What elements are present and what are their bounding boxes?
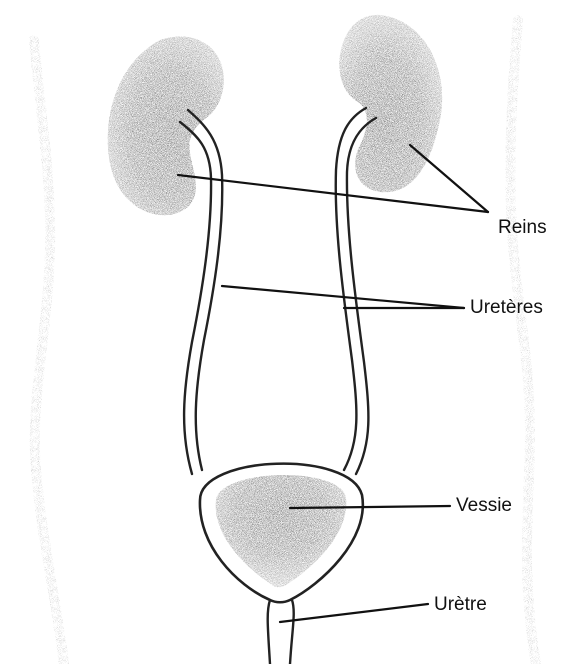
label-kidneys: Reins: [498, 218, 547, 237]
leader-line-kidney-left: [178, 175, 488, 212]
label-bladder: Vessie: [456, 496, 512, 515]
label-urethra: Urètre: [434, 595, 487, 614]
right-kidney: [339, 15, 442, 192]
urethra: [268, 600, 294, 664]
bladder: [200, 464, 363, 603]
leader-line-urethra: [280, 604, 428, 622]
left-kidney: [108, 36, 224, 215]
leader-line-kidney-right: [410, 145, 488, 212]
label-ureters: Uretères: [470, 298, 543, 317]
